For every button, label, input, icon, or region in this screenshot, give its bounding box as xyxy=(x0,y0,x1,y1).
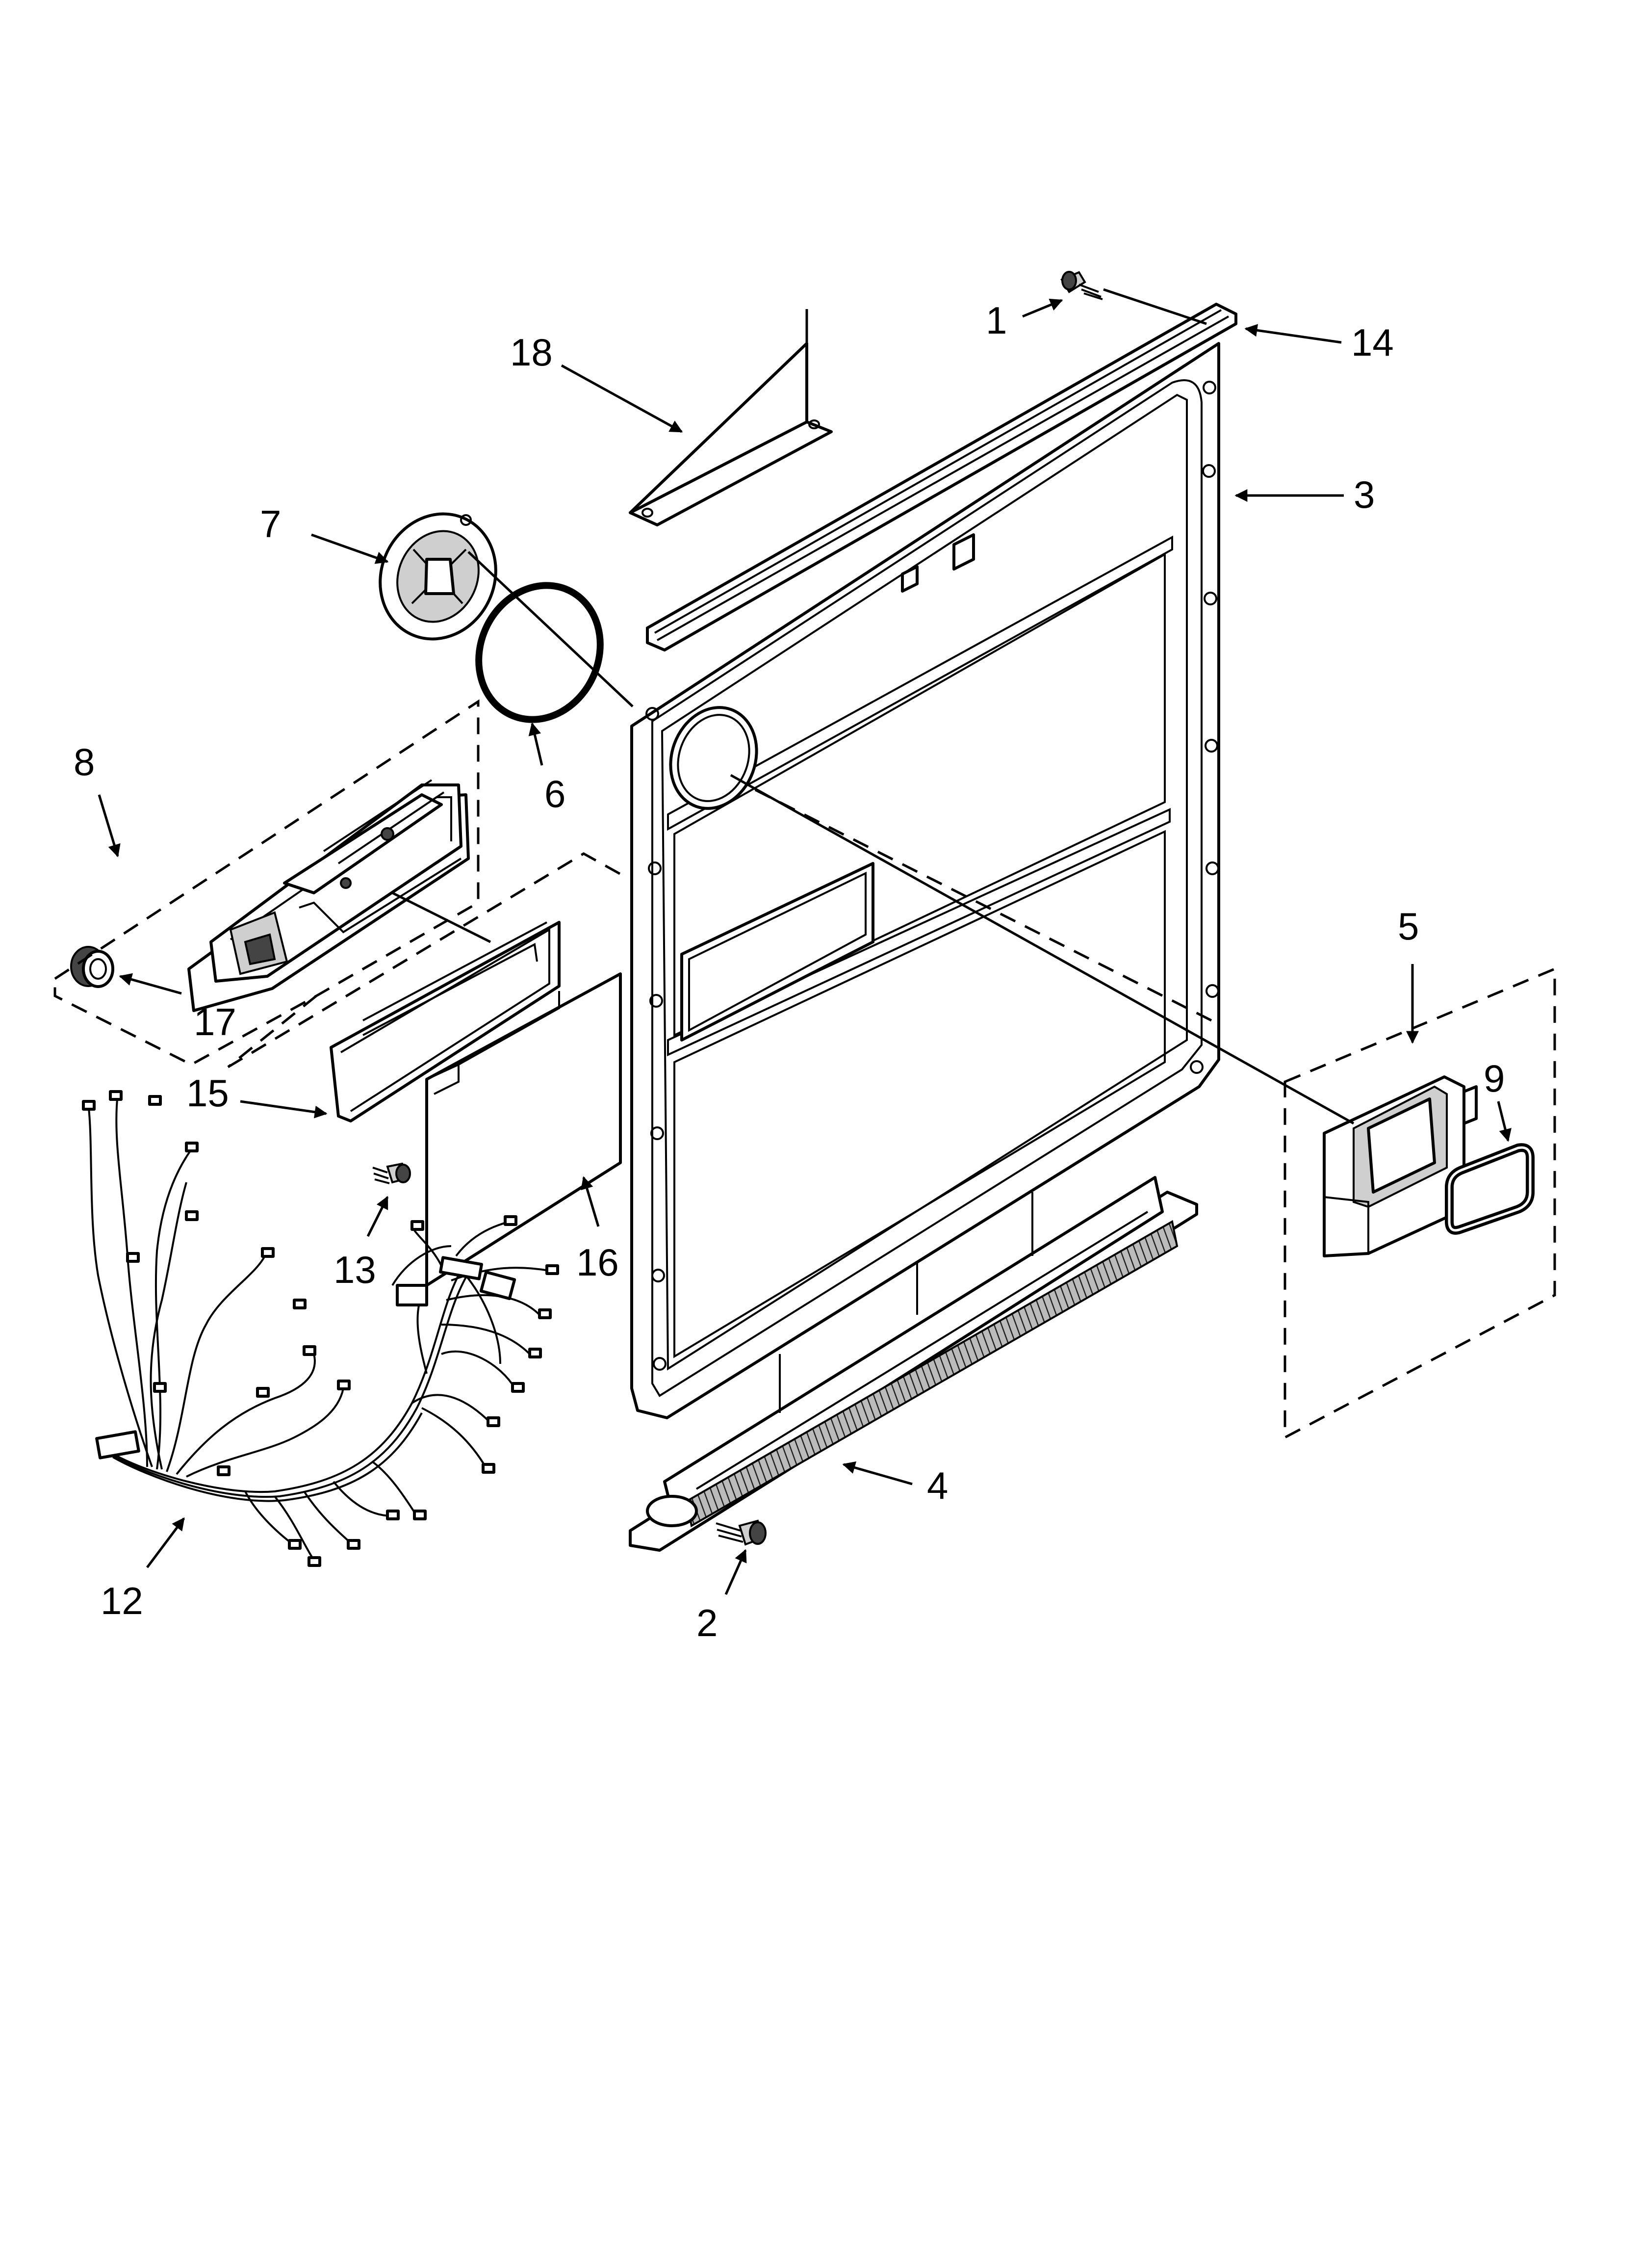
callout-13: 13 xyxy=(334,1248,376,1291)
callout-12: 12 xyxy=(101,1579,143,1622)
callout-6: 6 xyxy=(544,772,565,815)
callout-labels: 1 2 3 4 5 6 7 8 9 12 13 14 15 16 17 18 xyxy=(74,299,1505,1644)
bottom-trim xyxy=(629,1176,1198,1552)
callout-8: 8 xyxy=(74,740,95,783)
dispenser-assembly xyxy=(187,779,470,1012)
control-board xyxy=(425,972,622,1287)
callout-18: 18 xyxy=(510,331,553,374)
callout-4: 4 xyxy=(927,1464,948,1507)
alignment-lines xyxy=(391,288,1355,1125)
harness-connectors xyxy=(82,1090,559,1567)
inner-door-panel xyxy=(630,342,1220,1419)
dispenser-knob xyxy=(70,946,114,988)
group-outlines xyxy=(53,699,1556,1440)
leader-arrows xyxy=(98,298,1512,1595)
screw-bottom xyxy=(716,1519,767,1546)
callout-3: 3 xyxy=(1354,473,1375,516)
board-bracket xyxy=(330,921,561,1122)
vent-cap xyxy=(379,512,497,641)
callout-15: 15 xyxy=(186,1071,229,1115)
callout-5: 5 xyxy=(1398,905,1419,948)
callout-14: 14 xyxy=(1351,321,1394,364)
callout-1: 1 xyxy=(986,299,1007,342)
screw-top xyxy=(1060,271,1103,300)
vent-seal xyxy=(475,582,604,723)
board-screw xyxy=(372,1162,411,1184)
callout-9: 9 xyxy=(1484,1057,1505,1100)
callout-7: 7 xyxy=(260,502,281,546)
callout-2: 2 xyxy=(696,1601,718,1644)
latch-gasket xyxy=(1445,1143,1535,1235)
callout-16: 16 xyxy=(576,1241,619,1284)
top-trim-strip xyxy=(646,303,1237,652)
vent-baffle xyxy=(629,309,833,526)
callout-17: 17 xyxy=(194,1000,236,1043)
